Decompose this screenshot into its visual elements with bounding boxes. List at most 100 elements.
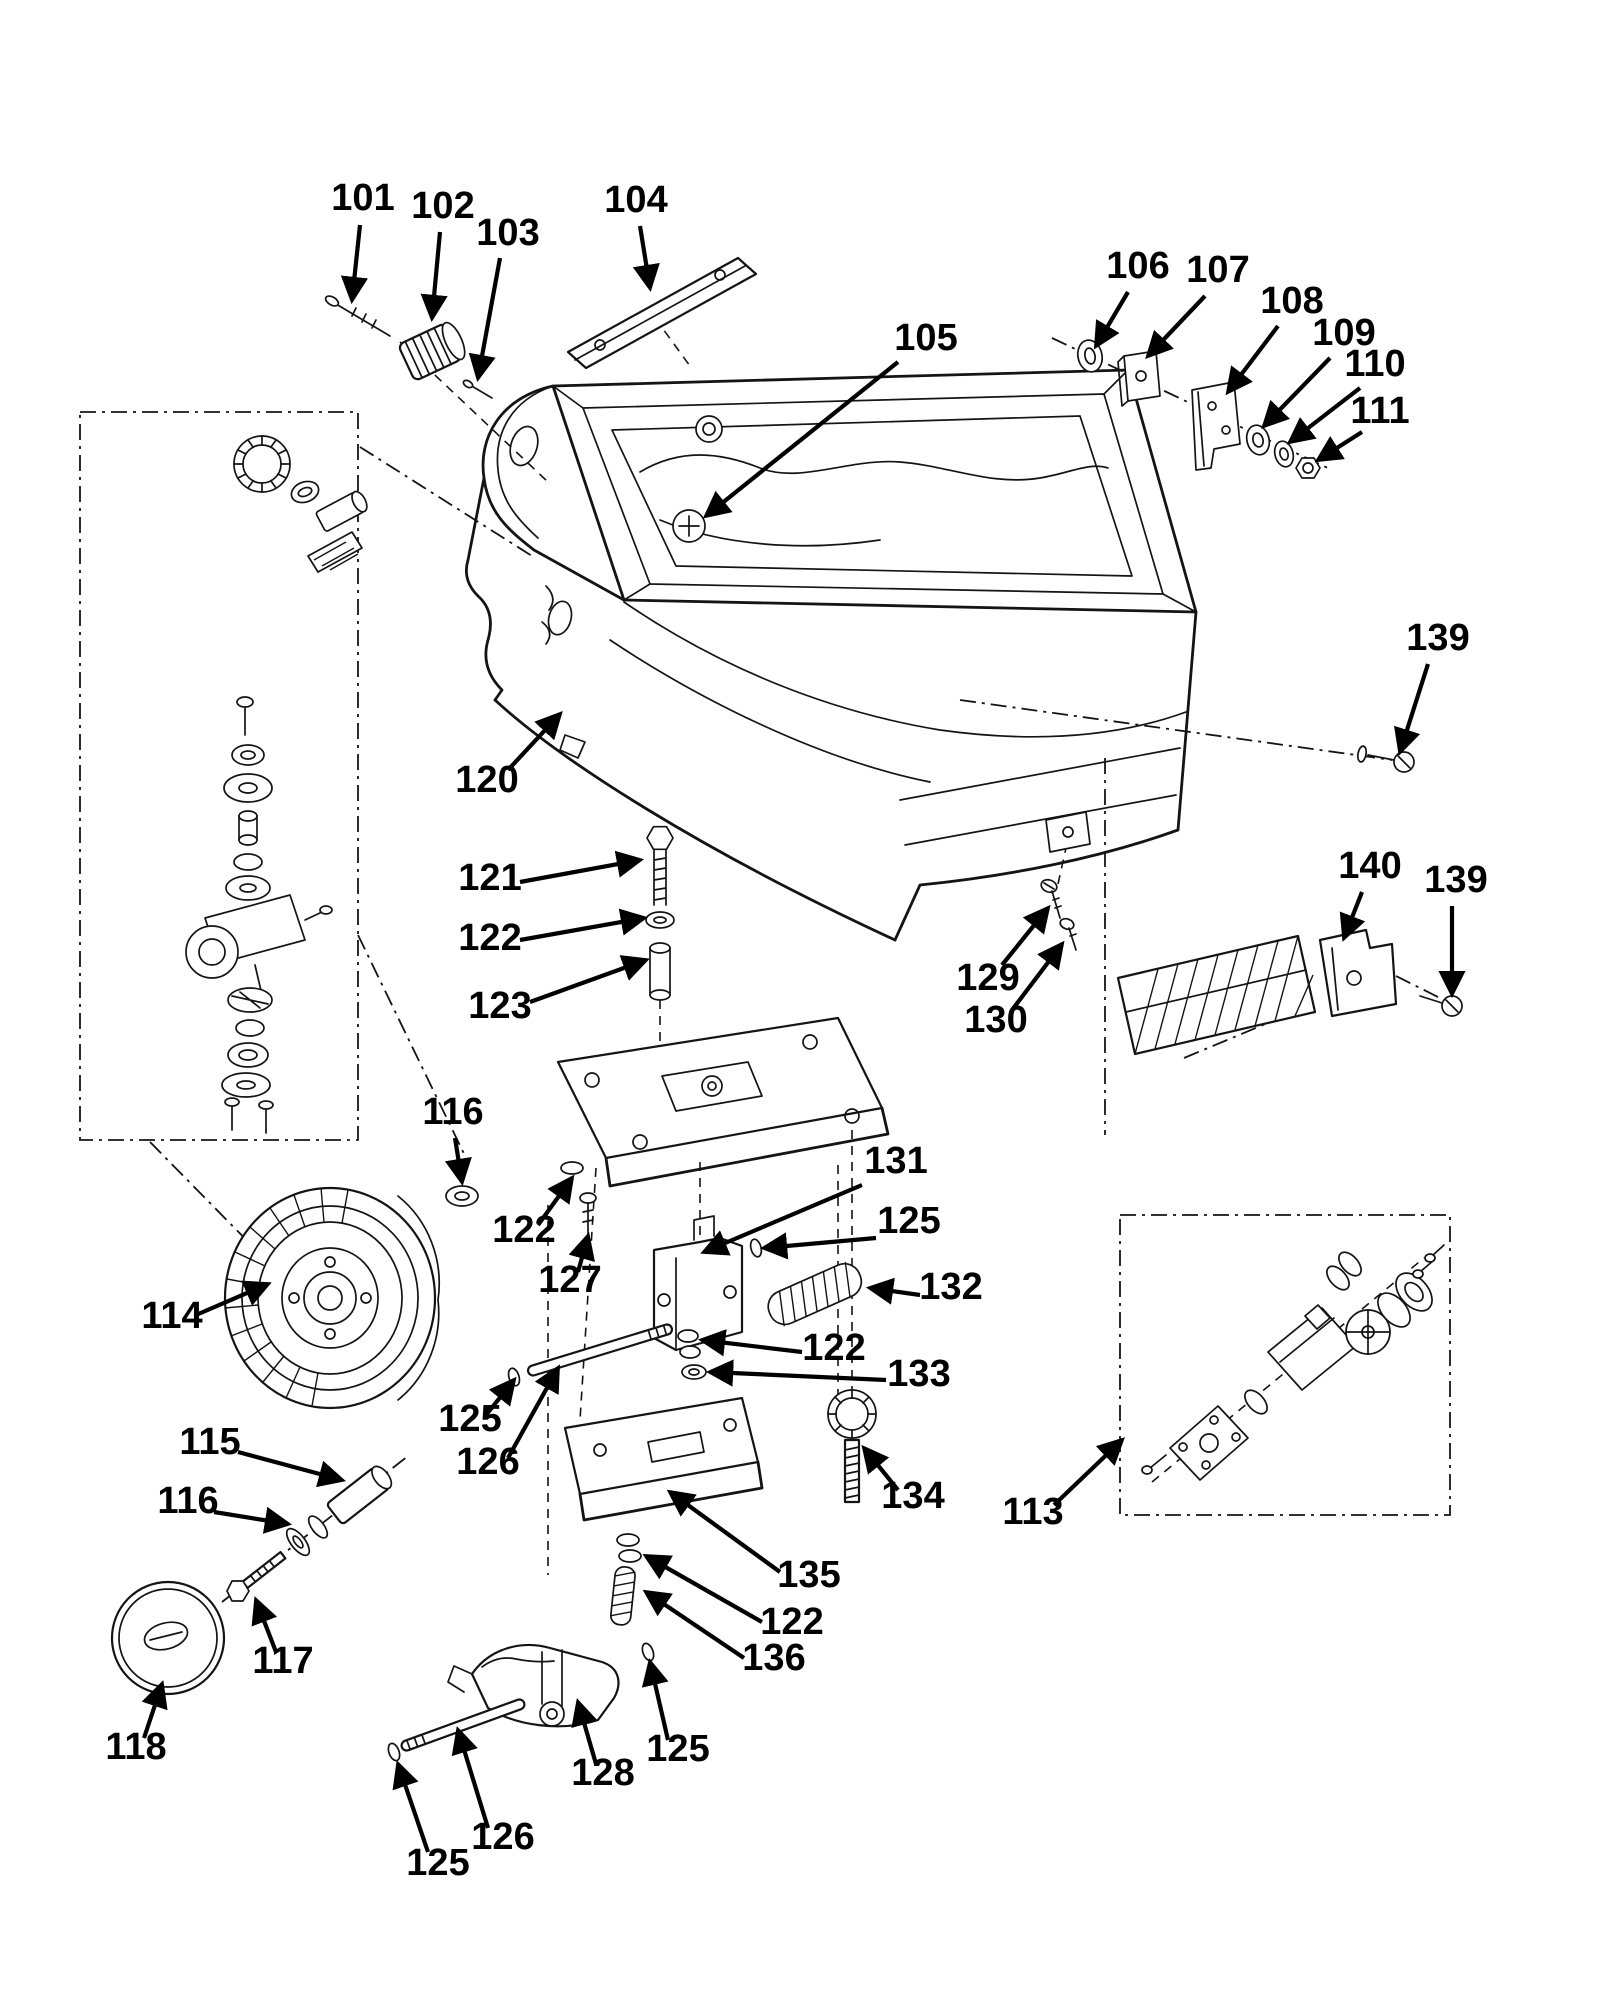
washer-109 — [1245, 424, 1271, 456]
screw-139-upper — [1356, 745, 1415, 773]
callout-label-108: 108 — [1260, 280, 1323, 322]
callout-arrow-130 — [1010, 940, 1065, 1012]
washer-116-b1 — [285, 1527, 311, 1557]
callout-label-120: 120 — [455, 759, 518, 801]
tank-body-120 — [464, 368, 1198, 942]
callout-label-106: 106 — [1106, 245, 1169, 287]
callout-label-102: 102 — [411, 185, 474, 227]
callout-label-136: 136 — [742, 1637, 805, 1679]
callout-label-111: 111 — [1350, 390, 1409, 432]
callout-arrow-136 — [642, 1589, 746, 1660]
callout-arrow-125 — [392, 1760, 430, 1853]
callout-label-140: 140 — [1338, 845, 1401, 887]
eye-bolt-134 — [827, 1389, 877, 1504]
callout-arrow-101 — [340, 224, 369, 305]
callout-label-139: 139 — [1406, 617, 1469, 659]
callout-arrow-116 — [213, 1506, 293, 1534]
callout-arrow-120 — [506, 710, 563, 772]
pin-125-a — [749, 1238, 763, 1258]
callout-label-116: 116 — [422, 1091, 483, 1133]
screws-129-130 — [1040, 878, 1077, 951]
nut-111 — [1295, 457, 1321, 479]
wheel-114 — [223, 1186, 441, 1410]
callout-label-101: 101 — [331, 177, 394, 219]
callout-arrow-126 — [506, 1364, 560, 1460]
callout-label-128: 128 — [571, 1752, 634, 1794]
pedal-bracket-128 — [447, 1644, 620, 1728]
callout-arrow-102 — [420, 231, 448, 323]
callout-arrow-111 — [1314, 430, 1364, 463]
spacer-123 — [649, 942, 671, 1001]
screw-139-lower — [1419, 995, 1463, 1017]
callout-arrow-131 — [700, 1183, 863, 1256]
callout-arrow-104 — [632, 225, 660, 293]
callout-label-131: 131 — [864, 1140, 927, 1182]
callout-label-129: 129 — [956, 957, 1019, 999]
bracket-strip-104 — [566, 256, 758, 370]
clip-107 — [1117, 350, 1161, 407]
callout-label-122: 122 — [760, 1601, 823, 1643]
spring-136 — [609, 1566, 636, 1626]
callout-label-115: 115 — [179, 1421, 240, 1463]
callout-label-118: 118 — [105, 1726, 166, 1768]
callout-label-135: 135 — [777, 1554, 840, 1596]
callout-label-134: 134 — [881, 1475, 944, 1517]
callout-label-121: 121 — [458, 857, 521, 899]
callout-label-125: 125 — [646, 1728, 709, 1770]
callout-label-104: 104 — [604, 179, 667, 221]
fastener-cluster-106-111 — [1076, 339, 1321, 479]
washer-122-plate — [560, 1161, 584, 1175]
washer-116-upper — [445, 1185, 479, 1207]
washer-122-c2 — [679, 1345, 701, 1359]
callout-arrow-118 — [141, 1680, 168, 1739]
callout-arrow-126 — [451, 1726, 491, 1829]
washer-122-d1 — [616, 1533, 640, 1547]
callout-arrow-108 — [1225, 324, 1280, 396]
callout-arrow-105 — [702, 360, 900, 519]
drain-valve-body — [185, 894, 333, 996]
callout-label-122: 122 — [802, 1327, 865, 1369]
screw-127 — [579, 1192, 597, 1235]
callout-arrow-139 — [1394, 663, 1431, 756]
pump-flange — [1169, 1405, 1249, 1481]
bracket-135 — [563, 1396, 764, 1522]
pump-detail-box-113 — [1119, 1214, 1451, 1516]
callout-label-113: 113 — [1002, 1491, 1063, 1533]
callout-arrow-107 — [1145, 294, 1207, 359]
valve-spacer — [238, 810, 258, 846]
callout-arrow-122 — [536, 1174, 575, 1227]
callout-label-126: 126 — [456, 1441, 519, 1483]
callout-label-127: 127 — [538, 1259, 601, 1301]
pin-125-c — [641, 1642, 655, 1662]
callout-label-125: 125 — [438, 1398, 501, 1440]
callout-arrow-128 — [571, 1698, 599, 1765]
callout-arrow-110 — [1286, 386, 1362, 445]
spacer-115 — [326, 1465, 393, 1525]
callout-label-123: 123 — [468, 985, 531, 1027]
left-detail-box — [79, 411, 368, 1141]
callout-label-126: 126 — [471, 1816, 534, 1858]
label-plate — [307, 531, 363, 573]
washer-116-b2 — [307, 1515, 329, 1539]
lock-washer-110 — [1273, 440, 1295, 468]
callout-arrow-122 — [642, 1553, 764, 1624]
callout-label-105: 105 — [894, 317, 957, 359]
callout-arrow-117 — [251, 1596, 278, 1653]
knurled-knob-102 — [398, 321, 466, 381]
callout-arrow-113 — [1052, 1437, 1125, 1507]
knurl-ribs — [233, 435, 291, 493]
washer-122-top — [645, 911, 675, 929]
callout-arrow-115 — [237, 1449, 346, 1488]
callout-arrow-122 — [519, 908, 649, 943]
callout-arrow-103 — [468, 257, 503, 383]
mount-tab — [1045, 811, 1091, 853]
screw-101 — [324, 295, 391, 337]
callout-label-122: 122 — [458, 917, 521, 959]
callout-arrow-114 — [195, 1280, 272, 1317]
callout-label-103: 103 — [476, 212, 539, 254]
mounting-plate — [556, 1016, 890, 1188]
callout-arrow-106 — [1093, 290, 1130, 350]
callout-arrow-140 — [1339, 891, 1366, 942]
